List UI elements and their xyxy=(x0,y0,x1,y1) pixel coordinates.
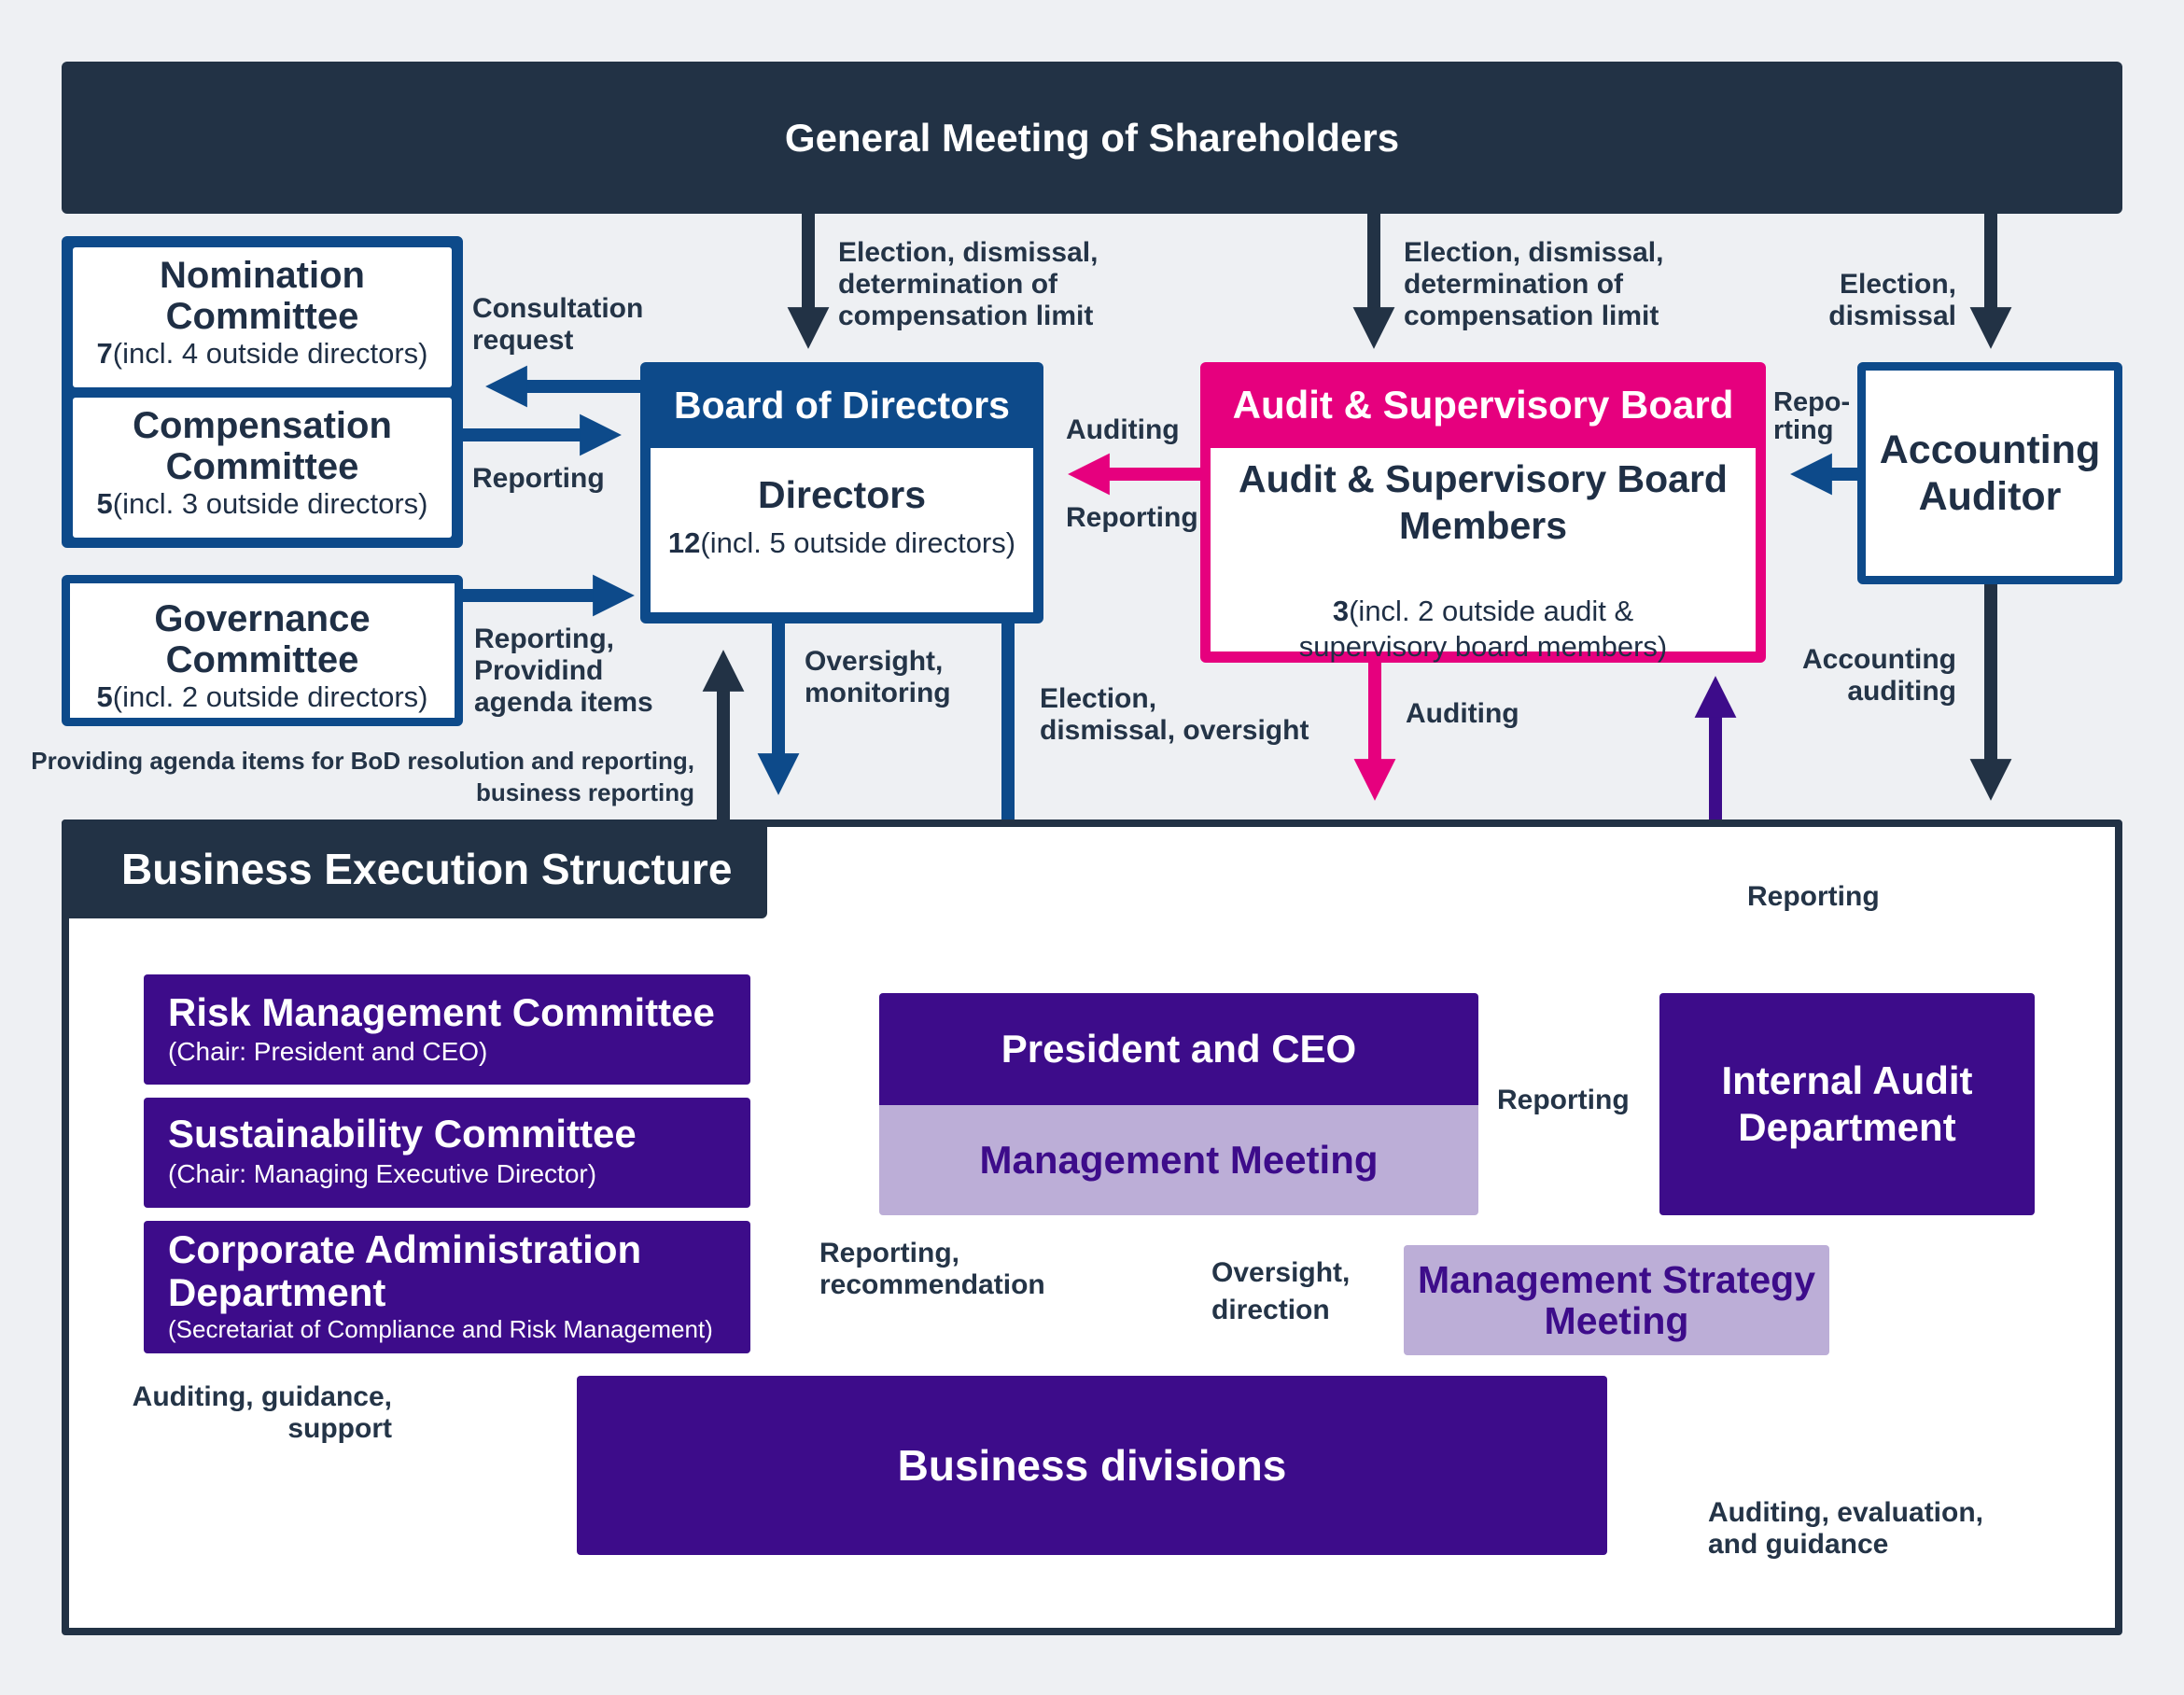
execution-title: Business Execution Structure xyxy=(121,845,733,893)
label-election-aa: Election, dismissal xyxy=(1828,269,1956,331)
execution-title-tab: Business Execution Structure xyxy=(62,819,767,918)
compensation-count-number: 5 xyxy=(96,487,113,520)
compensation-count-detail: (incl. 3 outside directors) xyxy=(112,487,428,520)
nomination-count-detail: (incl. 4 outside directors) xyxy=(112,337,428,370)
label-auditing-down: Auditing xyxy=(1406,698,1519,729)
label-reporting-mid: Reporting xyxy=(1066,502,1198,533)
label-reporting-gov: Reporting, Providind agenda items xyxy=(474,623,653,718)
asb-count: 3(incl. 2 outside audit & supervisory bo… xyxy=(1211,558,1756,665)
label-oversight-direction: Oversight, direction xyxy=(1211,1257,1351,1325)
president-ceo: President and CEO xyxy=(879,993,1478,1105)
internal-audit-department: Internal Audit Department xyxy=(1659,993,2035,1215)
label-election-bod: Election, dismissal, determination of co… xyxy=(838,237,1099,331)
business-divisions: Business divisions xyxy=(577,1376,1607,1555)
sustainability-committee: Sustainability Committee (Chair: Managin… xyxy=(144,1098,750,1208)
governance-count-detail: (incl. 2 outside directors) xyxy=(112,680,428,713)
sustainability-sub: (Chair: Managing Executive Director) xyxy=(168,1159,597,1188)
board-title: Directors xyxy=(757,473,926,516)
corporate-sub: (Secretariat of Compliance and Risk Mana… xyxy=(168,1315,713,1343)
label-auditing-guidance: Auditing, guidance, support xyxy=(132,1381,392,1444)
sustainability-title: Sustainability Committee xyxy=(168,1112,637,1156)
nomination-count: 7(incl. 4 outside directors) xyxy=(73,337,452,371)
risk-title: Risk Management Committee xyxy=(168,990,715,1034)
label-election-asb: Election, dismissal, determination of co… xyxy=(1404,237,1664,331)
board-count-detail: (incl. 5 outside directors) xyxy=(700,526,1016,559)
label-oversight-monitoring: Oversight, monitoring xyxy=(805,646,951,708)
shareholders-meeting: General Meeting of Shareholders xyxy=(62,62,2122,214)
corporate-title: Corporate Administration Department xyxy=(168,1227,642,1314)
nomination-title: Nomination Committee xyxy=(160,255,365,337)
governance-count-number: 5 xyxy=(96,680,113,713)
label-election-oversight: Election, dismissal, oversight xyxy=(1040,683,1309,746)
internal-audit-title: Internal Audit Department xyxy=(1721,1058,1973,1149)
label-reporting-ia-left: Reporting xyxy=(1497,1085,1630,1115)
board-count: 12(incl. 5 outside directors) xyxy=(651,526,1033,560)
asb-count-detail: (incl. 2 outside audit & supervisory boa… xyxy=(1298,595,1668,663)
asb-title: Audit & Supervisory Board Members xyxy=(1239,457,1728,547)
label-reporting-ia-up: Reporting xyxy=(1747,881,1880,912)
governance-committee: Governance Committee 5(incl. 2 outside d… xyxy=(62,575,463,726)
accounting-auditor: Accounting Auditor xyxy=(1857,362,2122,584)
governance-title: Governance Committee xyxy=(154,598,371,680)
risk-sub: (Chair: President and CEO) xyxy=(168,1037,488,1066)
accounting-auditor-title: Accounting Auditor xyxy=(1879,427,2101,519)
label-auditing-top: Auditing xyxy=(1066,414,1180,445)
label-reporting-aa: Repo- rting xyxy=(1773,387,1851,445)
label-consultation: Consultation request xyxy=(472,293,644,356)
board-of-directors: Board of Directors Directors 12(incl. 5 … xyxy=(640,362,1043,623)
nomination-count-number: 7 xyxy=(96,337,113,370)
board-body: Directors 12(incl. 5 outside directors) xyxy=(651,448,1033,612)
label-accounting-auditing: Accounting auditing xyxy=(1802,644,1956,707)
management-meeting: Management Meeting xyxy=(879,1105,1478,1215)
president-title: President and CEO xyxy=(1001,1027,1357,1071)
label-providing-agenda: Providing agenda items for BoD resolutio… xyxy=(31,747,694,806)
asb-count-number: 3 xyxy=(1332,595,1350,627)
label-auditing-evaluation: Auditing, evaluation, and guidance xyxy=(1708,1497,1984,1560)
compensation-committee: Compensation Committee 5(incl. 3 outside… xyxy=(73,398,452,538)
business-divisions-title: Business divisions xyxy=(897,1441,1287,1490)
shareholders-title: General Meeting of Shareholders xyxy=(784,116,1400,160)
governance-count: 5(incl. 2 outside directors) xyxy=(70,680,455,714)
board-count-number: 12 xyxy=(667,526,701,559)
management-strategy-meeting: Management Strategy Meeting xyxy=(1404,1245,1829,1355)
asb-body: Audit & Supervisory Board Members 3(incl… xyxy=(1211,448,1756,663)
asb-header: Audit & Supervisory Board xyxy=(1232,383,1734,427)
nomination-compensation-group: Nomination Committee 7(incl. 4 outside d… xyxy=(62,236,463,548)
management-meeting-title: Management Meeting xyxy=(979,1138,1379,1182)
label-reporting-recommendation: Reporting, recommendation xyxy=(819,1238,1045,1300)
nomination-committee: Nomination Committee 7(incl. 4 outside d… xyxy=(73,247,452,387)
label-reporting-comp: Reporting xyxy=(472,463,605,494)
audit-supervisory-board: Audit & Supervisory Board Audit & Superv… xyxy=(1200,362,1766,663)
strategy-title: Management Strategy Meeting xyxy=(1417,1258,1816,1342)
compensation-count: 5(incl. 3 outside directors) xyxy=(73,487,452,521)
board-header: Board of Directors xyxy=(674,384,1010,427)
corporate-administration-department: Corporate Administration Department (Sec… xyxy=(144,1221,750,1353)
compensation-title: Compensation Committee xyxy=(133,405,392,487)
risk-management-committee: Risk Management Committee (Chair: Presid… xyxy=(144,974,750,1085)
